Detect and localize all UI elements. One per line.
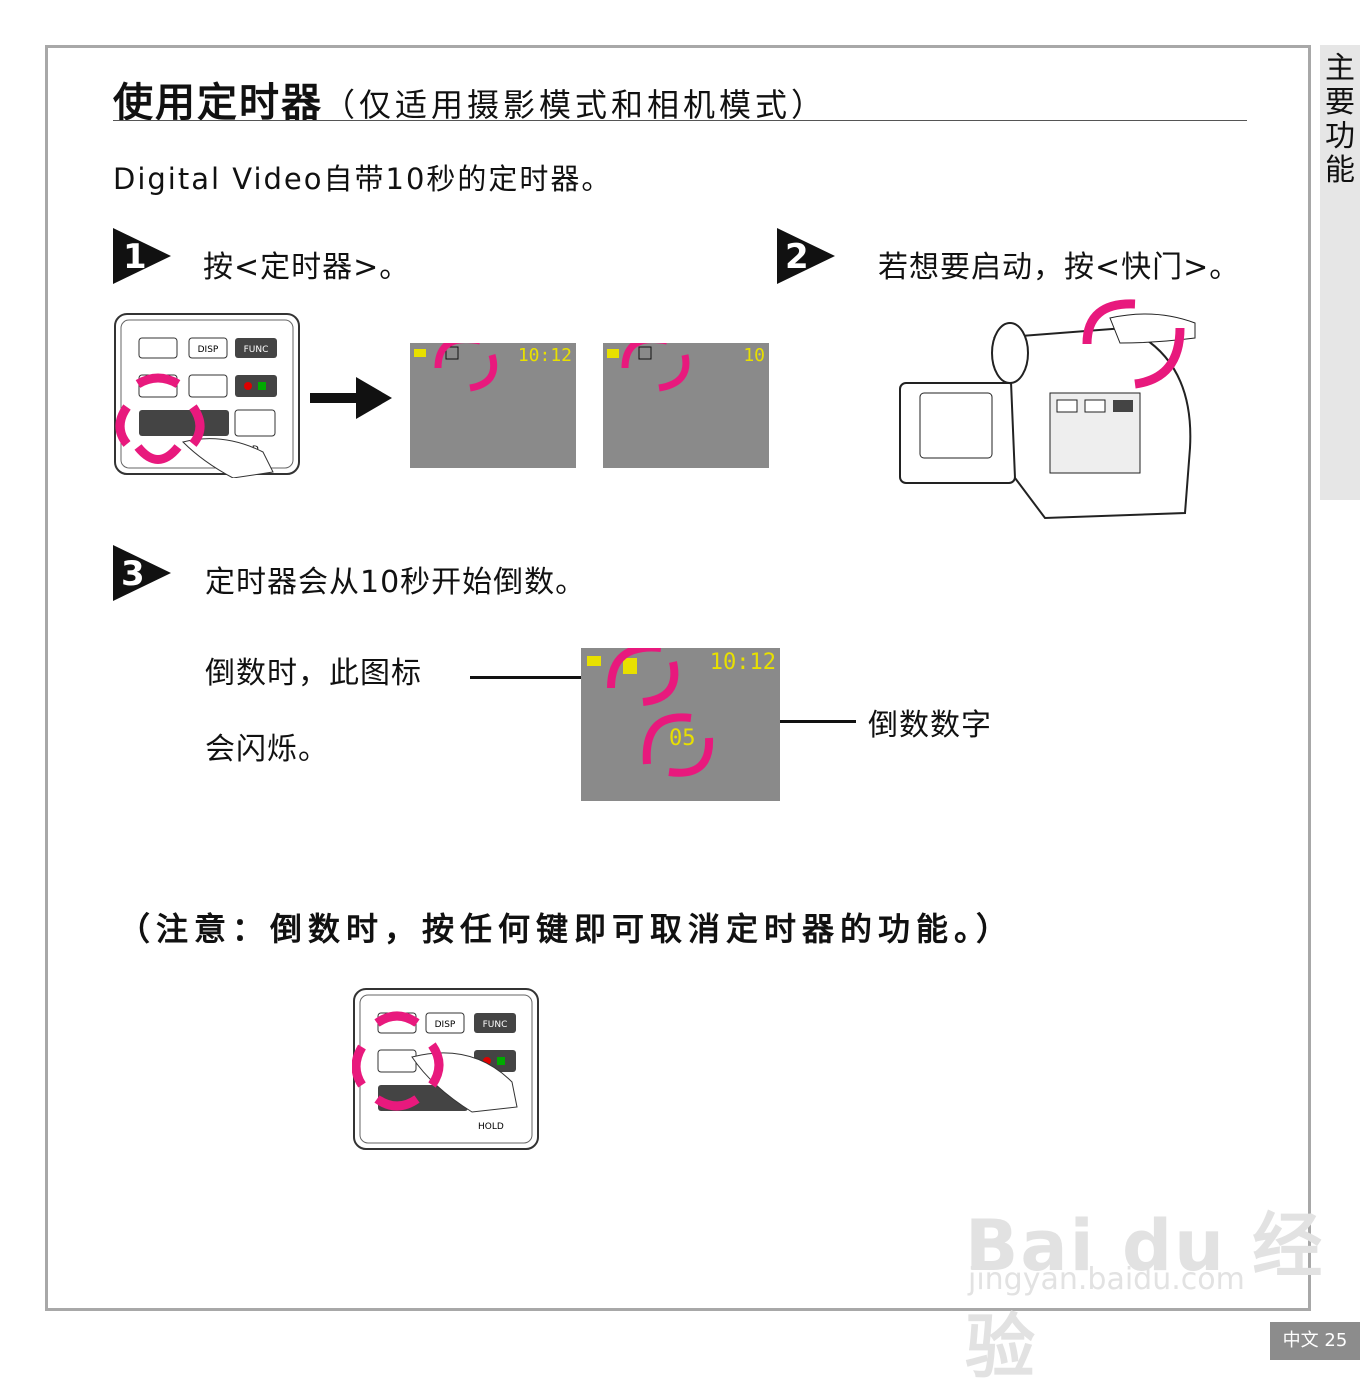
arrow-right-icon — [310, 377, 392, 419]
callout-left-line2: 会闪烁。 — [205, 732, 329, 767]
hold-label-2: HOLD — [478, 1122, 504, 1132]
lcd-screen-video: 10:12 — [410, 343, 576, 468]
func-label-2: FUNC — [483, 1020, 508, 1030]
disp-label-2: DISP — [435, 1020, 456, 1030]
title-rule — [113, 120, 1247, 121]
note-text: （注意：倒数时，按任何键即可取消定时器的功能。） — [118, 910, 1015, 948]
step-2-text: 若想要启动，按<快门>。 — [878, 250, 1241, 285]
page-title: 使用定时器（仅适用摄影模式和相机模式） — [113, 70, 827, 128]
callout-line-left — [470, 676, 620, 679]
step-1-text: 按<定时器>。 — [203, 250, 411, 285]
page-frame — [45, 45, 1311, 1311]
watermark-url: jingyan.baidu.com — [968, 1262, 1245, 1297]
step-2-arrow-icon: 2 — [777, 228, 835, 284]
step-3-arrow-icon: 3 — [113, 545, 171, 601]
flashing-timer-icon — [587, 648, 714, 777]
page-number-footer: 中文 25 — [1270, 1322, 1360, 1360]
step-1-number: 1 — [123, 237, 147, 277]
camera-timer-icon — [607, 343, 690, 392]
step-3-number: 3 — [121, 554, 145, 594]
lcd-screen-camera: 10 — [603, 343, 769, 468]
lcd-time: 10:12 — [517, 345, 572, 366]
timer-icon — [414, 343, 498, 392]
control-panel-cancel-illustration: DISP FUNC HOLD — [352, 988, 539, 1150]
countdown-lcd-time: 10:12 — [709, 650, 776, 675]
callout-left-line1: 倒数时，此图标 — [205, 656, 422, 691]
side-tab-label: 主要功能 — [1325, 51, 1355, 188]
control-panel-illustration: DISP FUNC HOLD — [114, 313, 300, 478]
title-subtitle: （仅适用摄影模式和相机模式） — [323, 86, 828, 124]
camcorder-illustration — [899, 299, 1196, 520]
step-2-number: 2 — [785, 237, 809, 277]
intro-text: Digital Video自带10秒的定时器。 — [113, 162, 613, 196]
step-1-arrow-icon: 1 — [113, 228, 171, 284]
step-3-text: 定时器会从10秒开始倒数。 — [205, 565, 587, 600]
countdown-number: 05 — [669, 726, 696, 751]
side-tab — [1320, 45, 1360, 500]
lcd-screen-countdown: 10:12 05 — [581, 648, 780, 801]
title-main: 使用定时器 — [113, 80, 323, 126]
lcd-time-partial: 10 — [743, 345, 765, 366]
disp-label: DISP — [198, 345, 219, 355]
callout-right: 倒数数字 — [868, 708, 992, 743]
func-label: FUNC — [244, 345, 269, 355]
